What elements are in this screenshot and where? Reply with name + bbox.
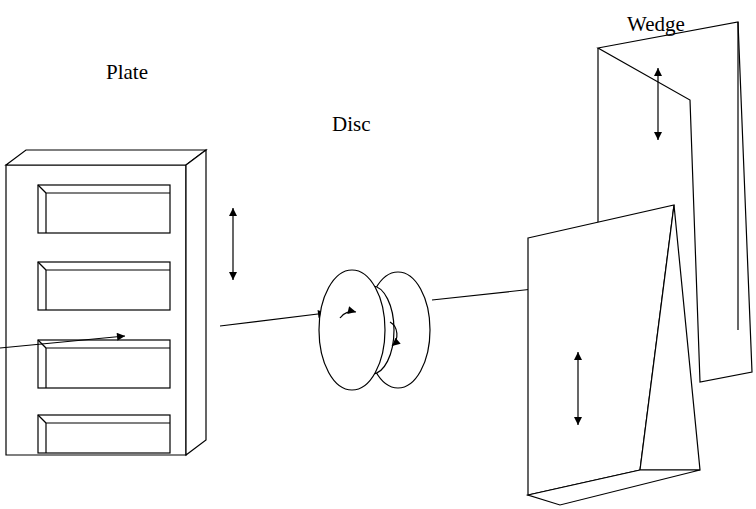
plate-slot xyxy=(38,262,170,310)
part-name: Disc xyxy=(332,114,371,135)
slot-depth xyxy=(46,193,170,233)
slot-depth xyxy=(38,262,46,270)
wedge-drawing xyxy=(528,22,752,505)
beam-arrow xyxy=(0,336,125,348)
slot-depth xyxy=(46,348,170,388)
slot-depth xyxy=(46,423,170,453)
plate-drawing xyxy=(6,150,233,455)
slot-depth xyxy=(38,185,46,193)
beam-arrow xyxy=(220,313,326,326)
slot-depth xyxy=(38,415,46,423)
plate-slot xyxy=(38,185,170,233)
part-name: Wedge xyxy=(627,14,685,35)
disc-drawing xyxy=(319,270,430,390)
plate-slot xyxy=(38,415,170,453)
plate-slot xyxy=(38,340,170,388)
slot-depth xyxy=(46,270,170,310)
part-name: Plate xyxy=(106,62,148,83)
